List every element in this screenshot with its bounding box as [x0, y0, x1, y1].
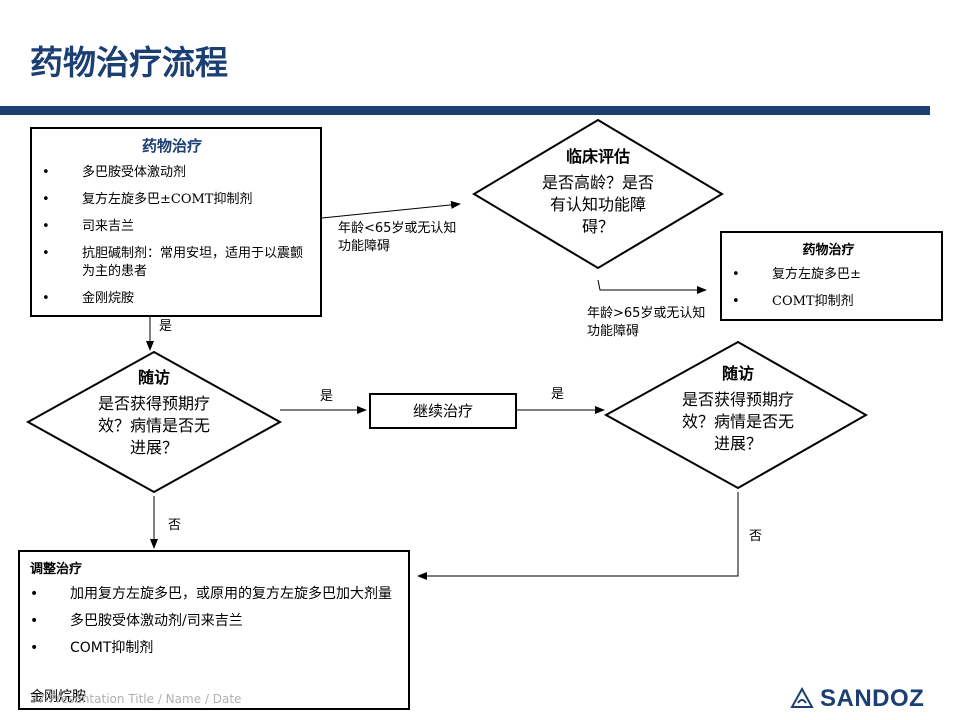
list-item: •抗胆碱制剂：常用安坦，适用于以震颤为主的患者 — [42, 246, 304, 279]
list-item: •司来吉兰 — [42, 219, 135, 234]
diamond-followup-right: 随访 是否获得预期疗效？病情是否无进展？ — [676, 363, 800, 455]
page-title: 药物治疗流程 — [30, 43, 228, 82]
diamond-clinical-shape — [472, 118, 724, 270]
label-yes-1: 是 — [159, 319, 173, 334]
arrow-box-to-clinical — [321, 200, 461, 219]
adjust-treatment-title: 调整治疗 — [30, 562, 83, 577]
label-yes-3: 是 — [551, 387, 565, 402]
list-item: •复方左旋多巴±COMT抑制剂 — [42, 192, 253, 207]
treatment-box-left: 药物治疗 •多巴胺受体激动剂 •复方左旋多巴±COMT抑制剂 •司来吉兰 •抗胆… — [30, 127, 322, 317]
diamond-followup-right-title: 随访 — [721, 364, 754, 383]
diamond-clinical-question: 是否高龄？是否有认知功能障碍？ — [541, 173, 654, 236]
label-age-young: 年龄<65岁或无认知功能障碍 — [338, 221, 457, 254]
label-no-2: 否 — [749, 529, 763, 544]
page-number: 37 — [30, 692, 46, 706]
treatment-box-left-title: 药物治疗 — [141, 137, 202, 155]
diamond-followup-left: 随访 是否获得预期疗效？病情是否无进展？ — [92, 367, 216, 459]
label-age-old: 年龄>65岁或无认知功能障碍 — [587, 306, 706, 339]
list-item: •COMT抑制剂 — [30, 640, 154, 656]
treatment-box-right: 药物治疗 •复方左旋多巴± •COMT抑制剂 — [720, 231, 943, 321]
label-yes-2: 是 — [320, 389, 334, 404]
footer-text: 37 Presentation Title / Name / Date — [30, 692, 241, 706]
arrow-followup-right-to-adjust — [417, 492, 739, 580]
adjust-treatment-list: •加用复方左旋多巴，或原用的复方左旋多巴加大剂量 •多巴胺受体激动剂/司来吉兰 … — [20, 585, 400, 657]
adjust-treatment-box: 调整治疗 •加用复方左旋多巴，或原用的复方左旋多巴加大剂量 •多巴胺受体激动剂/… — [18, 550, 410, 710]
treatment-list-right: •复方左旋多巴± •COMT抑制剂 — [722, 266, 935, 311]
logo-text: SANDOZ — [820, 685, 925, 712]
diamond-clinical-title: 临床评估 — [565, 147, 630, 166]
adjust-treatment-trailing: 金刚烷胺 — [30, 689, 86, 705]
title-rule — [0, 106, 930, 115]
treatment-list-left: •多巴胺受体激动剂 •复方左旋多巴±COMT抑制剂 •司来吉兰 •抗胆碱制剂：常… — [32, 164, 312, 308]
label-no-1: 否 — [168, 518, 182, 533]
diamond-clinical: 临床评估 是否高龄？是否有认知功能障碍？ — [536, 146, 660, 238]
arrow-clinical-to-rightbox — [597, 279, 707, 294]
diamond-followup-left-title: 随访 — [137, 368, 170, 387]
diamond-followup-right-question: 是否获得预期疗效？病情是否无进展？ — [681, 390, 794, 453]
list-item: •复方左旋多巴± — [732, 267, 861, 282]
diamond-followup-right-shape — [603, 340, 869, 490]
sandoz-logo-icon — [790, 687, 814, 708]
list-item: •加用复方左旋多巴，或原用的复方左旋多巴加大剂量 — [30, 586, 392, 602]
continue-treatment-box: 继续治疗 — [369, 393, 517, 429]
list-item: •多巴胺受体激动剂 — [42, 165, 187, 180]
sandoz-logo: SANDOZ — [790, 684, 924, 714]
continue-treatment-label: 继续治疗 — [412, 402, 473, 420]
footer-caption: Presentation Title / Name / Date — [49, 692, 242, 706]
list-item: •COMT抑制剂 — [732, 294, 854, 309]
treatment-box-right-title: 药物治疗 — [802, 243, 855, 258]
list-item: •多巴胺受体激动剂/司来吉兰 — [30, 613, 243, 629]
list-item: •金刚烷胺 — [42, 291, 135, 306]
diamond-followup-left-question: 是否获得预期疗效？病情是否无进展？ — [97, 394, 210, 457]
diamond-followup-left-shape — [25, 350, 283, 494]
